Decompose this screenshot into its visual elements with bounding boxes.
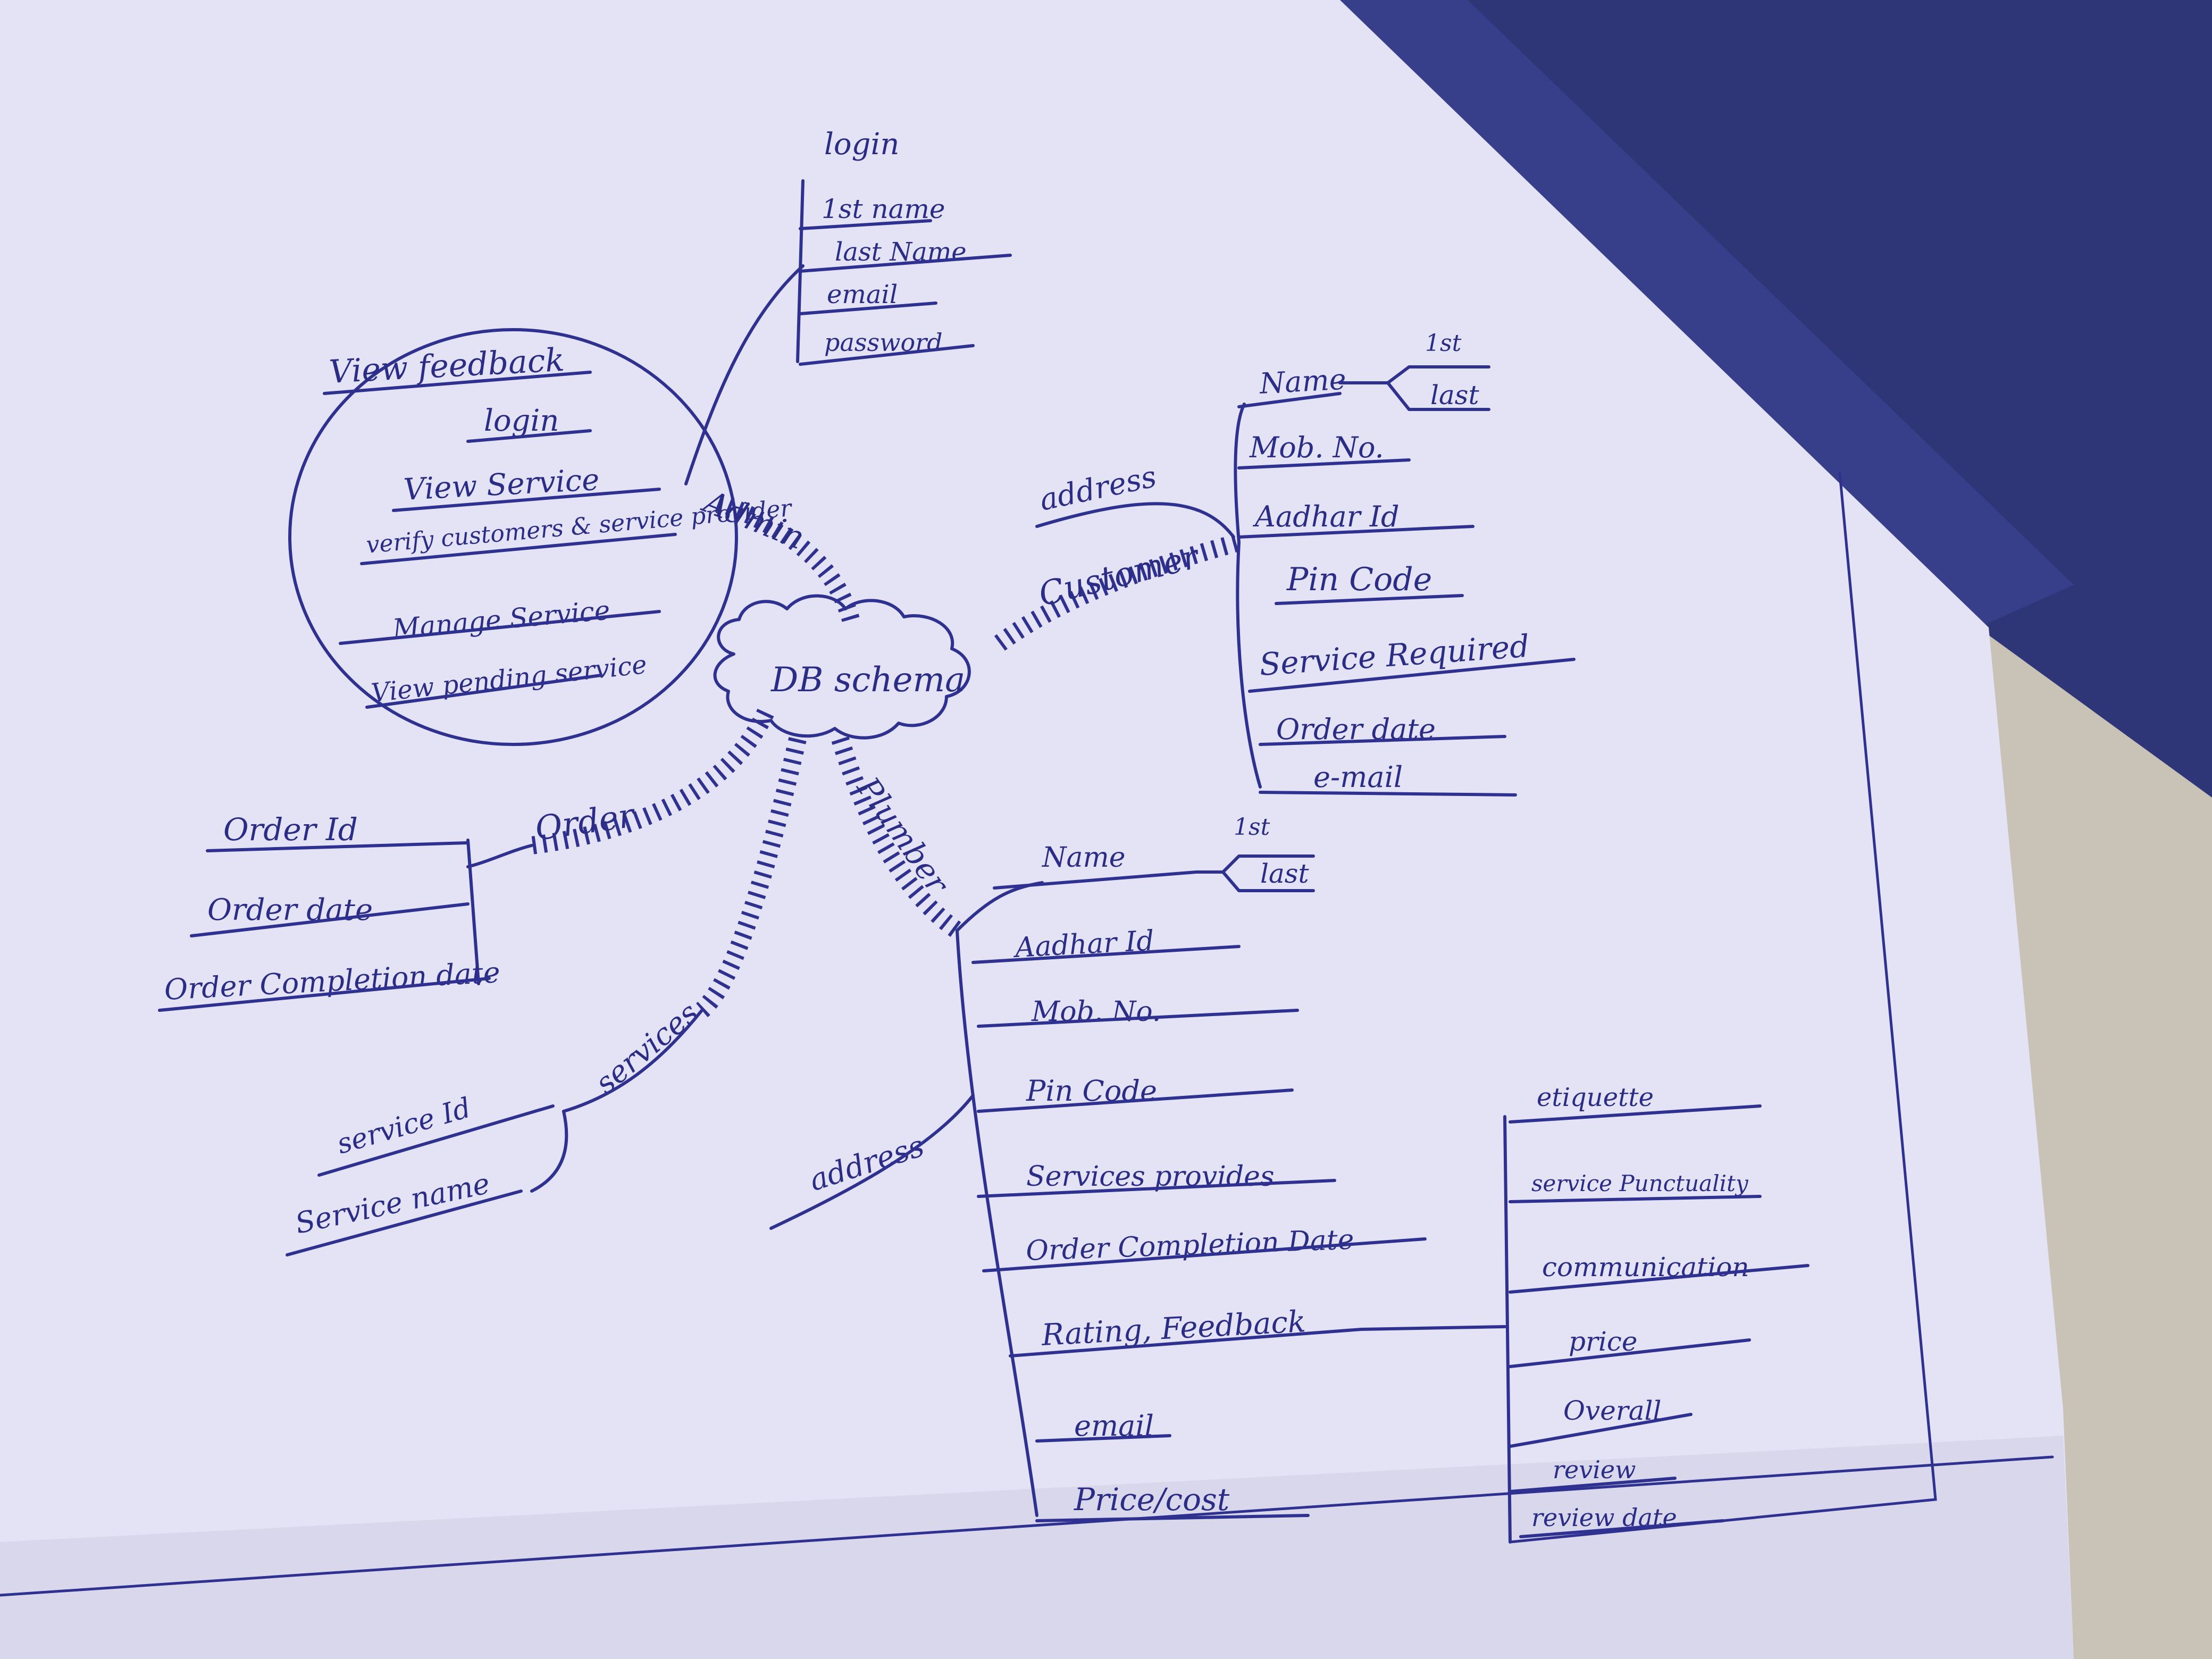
admin-function-underline-2 (466, 429, 592, 443)
customer-spine-upper (1234, 403, 1246, 544)
services-connector (696, 737, 807, 1018)
plumber-name-first: 1st (1234, 814, 1270, 841)
order-field-underline-2 (190, 902, 470, 937)
customer-connector (994, 533, 1242, 651)
rating-field-underline-1 (1509, 1104, 1762, 1124)
plumber-field-underline-7 (1009, 1328, 1363, 1358)
plumber-field-underline-1 (993, 870, 1198, 890)
cloud-shape (713, 594, 971, 740)
plumber-field-underline-6 (982, 1237, 1427, 1272)
plumber-field-underline-5 (977, 1179, 1336, 1198)
login-field-underline-3 (799, 301, 937, 315)
plumber-name-split (1195, 854, 1315, 892)
services-spine (530, 1110, 568, 1193)
rating-table-spine (1503, 1115, 1512, 1544)
login-table-title: login (824, 127, 899, 162)
admin-functions-circle (288, 328, 738, 746)
admin-to-login-line (684, 264, 805, 485)
customer-name-split (1338, 365, 1490, 411)
rating-field-underline-3 (1509, 1264, 1809, 1294)
customer-field-underline-7 (1259, 791, 1517, 797)
login-field-4: password (824, 328, 943, 357)
rating-field-6: review (1553, 1455, 1636, 1484)
admin-function-underline-3 (392, 488, 661, 512)
rating-field-1: etiquette (1537, 1083, 1654, 1112)
customer-field-underline-6 (1259, 735, 1506, 746)
order-connector (530, 708, 774, 854)
login-field-underline-1 (799, 219, 932, 230)
customer-field-3: Aadhar Id (1252, 500, 1400, 533)
rating-field-underline-4 (1509, 1338, 1751, 1368)
order-spine (466, 839, 480, 985)
login-field-3: email (827, 280, 898, 309)
customer-field-underline-3 (1237, 525, 1474, 539)
customer-field-underline-2 (1237, 458, 1411, 470)
admin-function-underline-5 (339, 610, 661, 645)
rating-field-underline-2 (1509, 1195, 1762, 1203)
admin-function-underline-1 (323, 371, 592, 395)
admin-function-2: login (484, 404, 559, 438)
customer-field-underline-4 (1275, 594, 1464, 605)
order-field-underline-3 (158, 977, 491, 1012)
admin-function-underline-4 (360, 533, 677, 565)
plumber-field-underline-3 (977, 1009, 1299, 1028)
customer-field-4: Pin Code (1286, 561, 1432, 598)
customer-field-2: Mob. No. (1249, 431, 1384, 464)
login-field-underline-4 (799, 344, 975, 366)
hatched-connectors (530, 491, 1242, 1018)
services-link-line (562, 1009, 703, 1113)
customer-name-first: 1st (1425, 330, 1462, 357)
login-field-1: 1st name (822, 194, 945, 224)
plumber-name-last: last (1260, 858, 1309, 889)
admin-connector (709, 491, 860, 622)
plumber-spine (956, 929, 1038, 1517)
plumber-address-line (769, 1094, 975, 1230)
rating-field-underline-6 (1509, 1477, 1677, 1493)
db-schema-node: DB schema (713, 594, 971, 740)
plumber-field-1: Name (1041, 842, 1126, 874)
binder-edge (1329, 0, 2074, 627)
login-field-underline-2 (799, 254, 1012, 273)
services-field-underline-2 (286, 1189, 523, 1256)
customer-name-last: last (1430, 380, 1479, 410)
paper-sheet (0, 0, 2074, 1659)
customer-field-7: e-mail (1313, 760, 1403, 794)
customer-spine-lower (1236, 541, 1262, 789)
plumber-field-9: Price/cost (1074, 1481, 1230, 1518)
plumber-field-underline-9 (1035, 1514, 1310, 1522)
admin-function-underline-6 (365, 674, 602, 709)
rating-field-underline-5 (1509, 1413, 1692, 1448)
rating-field-2: service Punctuality (1531, 1170, 1749, 1196)
paper-fold-line (0, 1455, 2054, 1597)
plumber-field-underline-4 (977, 1088, 1294, 1113)
order-field-2: Order date (207, 893, 373, 927)
order-link-line (466, 844, 533, 868)
customer-field-underline-5 (1248, 658, 1576, 693)
rating-field-4: price (1569, 1326, 1638, 1357)
rating-link-line (1360, 1325, 1506, 1331)
customer-address-line (1035, 502, 1235, 539)
order-field-1: Order Id (223, 811, 358, 848)
rating-fields: etiquette service Punctuality communicatio… (1509, 1083, 1809, 1538)
services-field-underline-1 (317, 1104, 555, 1177)
customer-field-underline-1 (1237, 392, 1342, 408)
order-field-underline-1 (206, 841, 470, 852)
rating-field-3: communication (1542, 1252, 1749, 1283)
db-schema-label: DB schema (770, 660, 965, 700)
plumber-field-underline-8 (1035, 1434, 1171, 1443)
plumber-field-underline-2 (971, 945, 1241, 964)
rating-field-underline-7 (1519, 1519, 1724, 1538)
